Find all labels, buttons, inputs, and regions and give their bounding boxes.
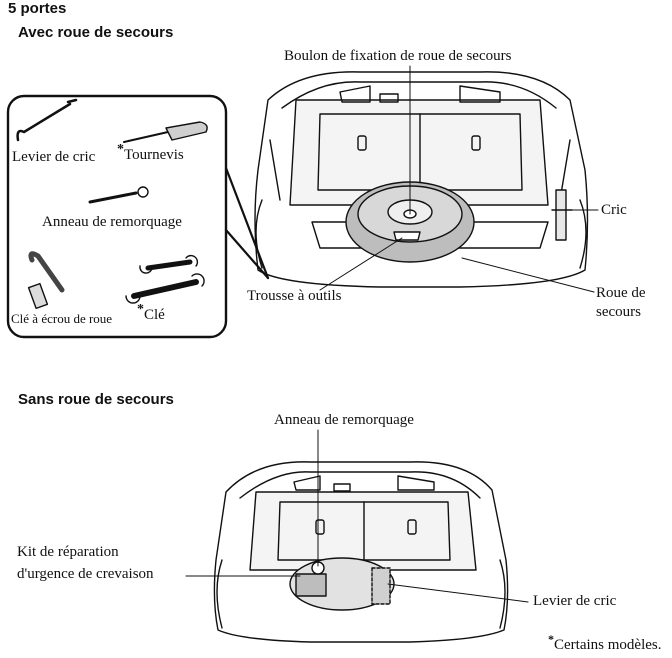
car-rear-with-spare xyxy=(254,71,589,288)
label-tow-ring: Anneau de remorquage xyxy=(274,412,414,428)
tow-ring-icon xyxy=(88,186,149,204)
asterisk-mark: * xyxy=(117,142,124,157)
tools-callout-box xyxy=(6,94,270,339)
car-rear-without-spare xyxy=(213,461,509,643)
label-jack-lever-2: Levier de cric xyxy=(533,593,617,609)
label-toolkit: Trousse à outils xyxy=(247,288,342,304)
label-wheel-wrench: Clé à écrou de roue xyxy=(11,311,113,326)
label-spanner-wrap: *Clé xyxy=(137,303,165,324)
label-tow-ring-box: Anneau de remorquage xyxy=(42,214,182,230)
asterisk-mark: * xyxy=(548,632,554,646)
spanner-icon xyxy=(125,254,205,304)
label-spanner: Clé xyxy=(144,307,165,323)
label-jack-lever: Levier de cric xyxy=(12,149,96,165)
asterisk-mark: * xyxy=(137,302,144,317)
label-screwdriver: Tournevis xyxy=(124,147,184,163)
section-title: 5 portes xyxy=(8,0,67,17)
footnote-text: Certains modèles. xyxy=(554,637,662,653)
label-spare-wheel-line1: Roue de xyxy=(596,285,646,301)
wheel-wrench-icon xyxy=(27,251,65,310)
label-repair-kit-line1: Kit de réparation xyxy=(17,544,119,560)
label-spare-bolt: Boulon de fixation de roue de secours xyxy=(284,48,512,64)
heading-without-spare: Sans roue de secours xyxy=(18,391,174,408)
label-screwdriver-wrap: *Tournevis xyxy=(117,143,184,164)
heading-with-spare: Avec roue de secours xyxy=(18,24,174,41)
label-repair-kit-line2: d'urgence de crevaison xyxy=(17,566,154,582)
label-jack: Cric xyxy=(601,202,627,218)
footnote: *Certains modèles. xyxy=(548,633,662,654)
jack-lever-icon xyxy=(16,98,78,142)
label-spare-wheel-line2: secours xyxy=(596,304,641,320)
screwdriver-icon xyxy=(123,121,208,143)
